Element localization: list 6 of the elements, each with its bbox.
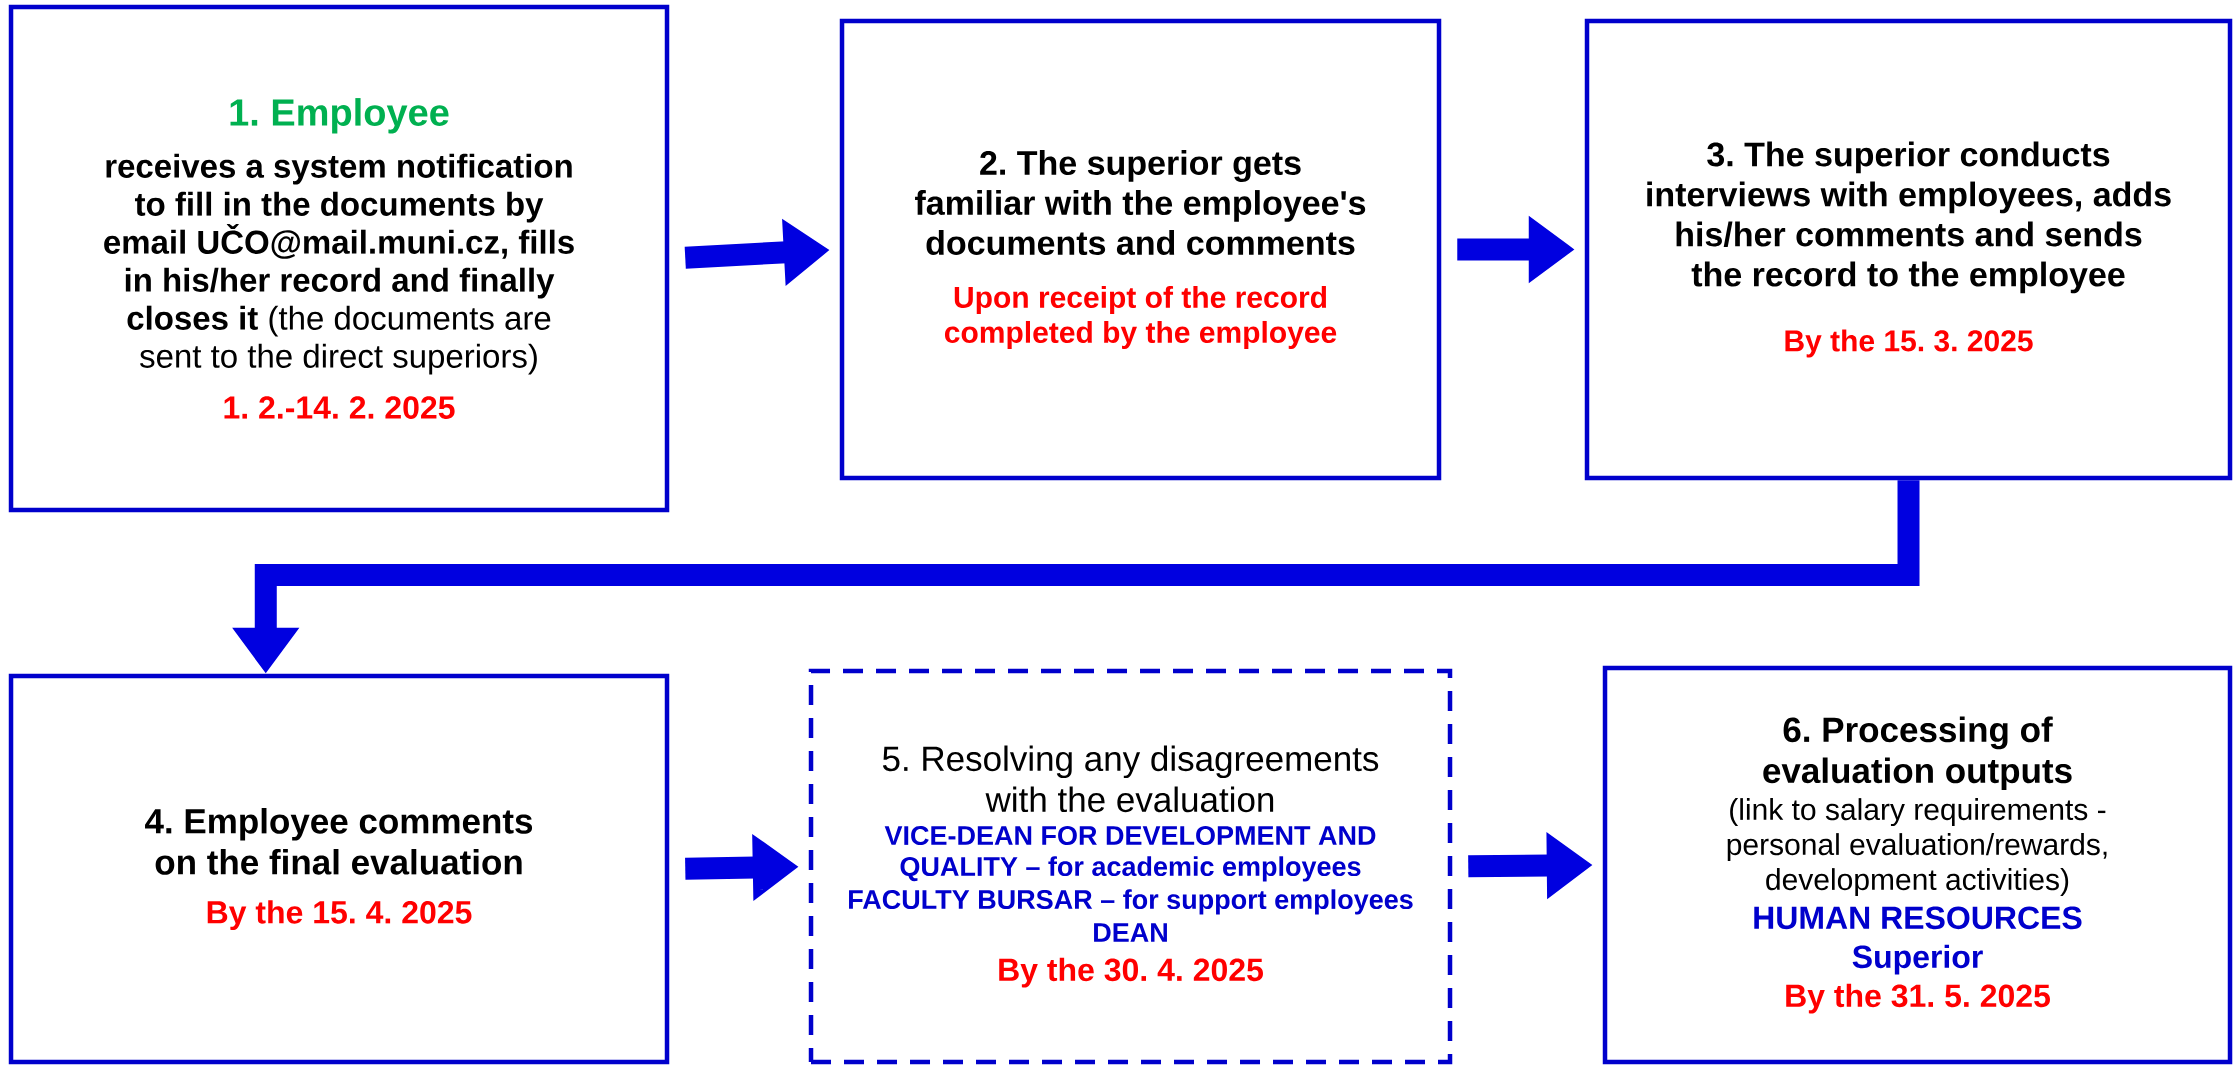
process-box: 4. Employee comments on the final evaluation By the 15. 4. 2025 bbox=[8, 673, 670, 1065]
process-box: 2. The superior gets familiar with the employee's documents and comments Upon receipt of the record completed by the employee bbox=[839, 18, 1442, 481]
process-box: 3. The superior conducts interviews with employees, adds his/her comments and sends the record to the employee By the 15. 3. 2025 bbox=[1584, 18, 2233, 481]
process-box: 5. Resolving any disagreements with the evaluation VICE-DEAN FOR DEVELOPMENT AND QUALITY – for academic employees FACULTY BURSAR – for support employees DEAN By the 30. 4. 2025 bbox=[808, 668, 1453, 1065]
process-box: 6. Processing of evaluation outputs (link to salary requirements - personal evaluation/rewards, development activities) HUMAN RESOURCES Superior By the 31. 5. 2025 bbox=[1602, 665, 2233, 1065]
process-box: 1. Employee receives a system notification to fill in the documents by email UČO@mail.muni.cz, fills in his/her record and finally closes it (the documents are sent to the direct superiors) 1. 2.-14. 2. 2025 bbox=[8, 4, 670, 513]
